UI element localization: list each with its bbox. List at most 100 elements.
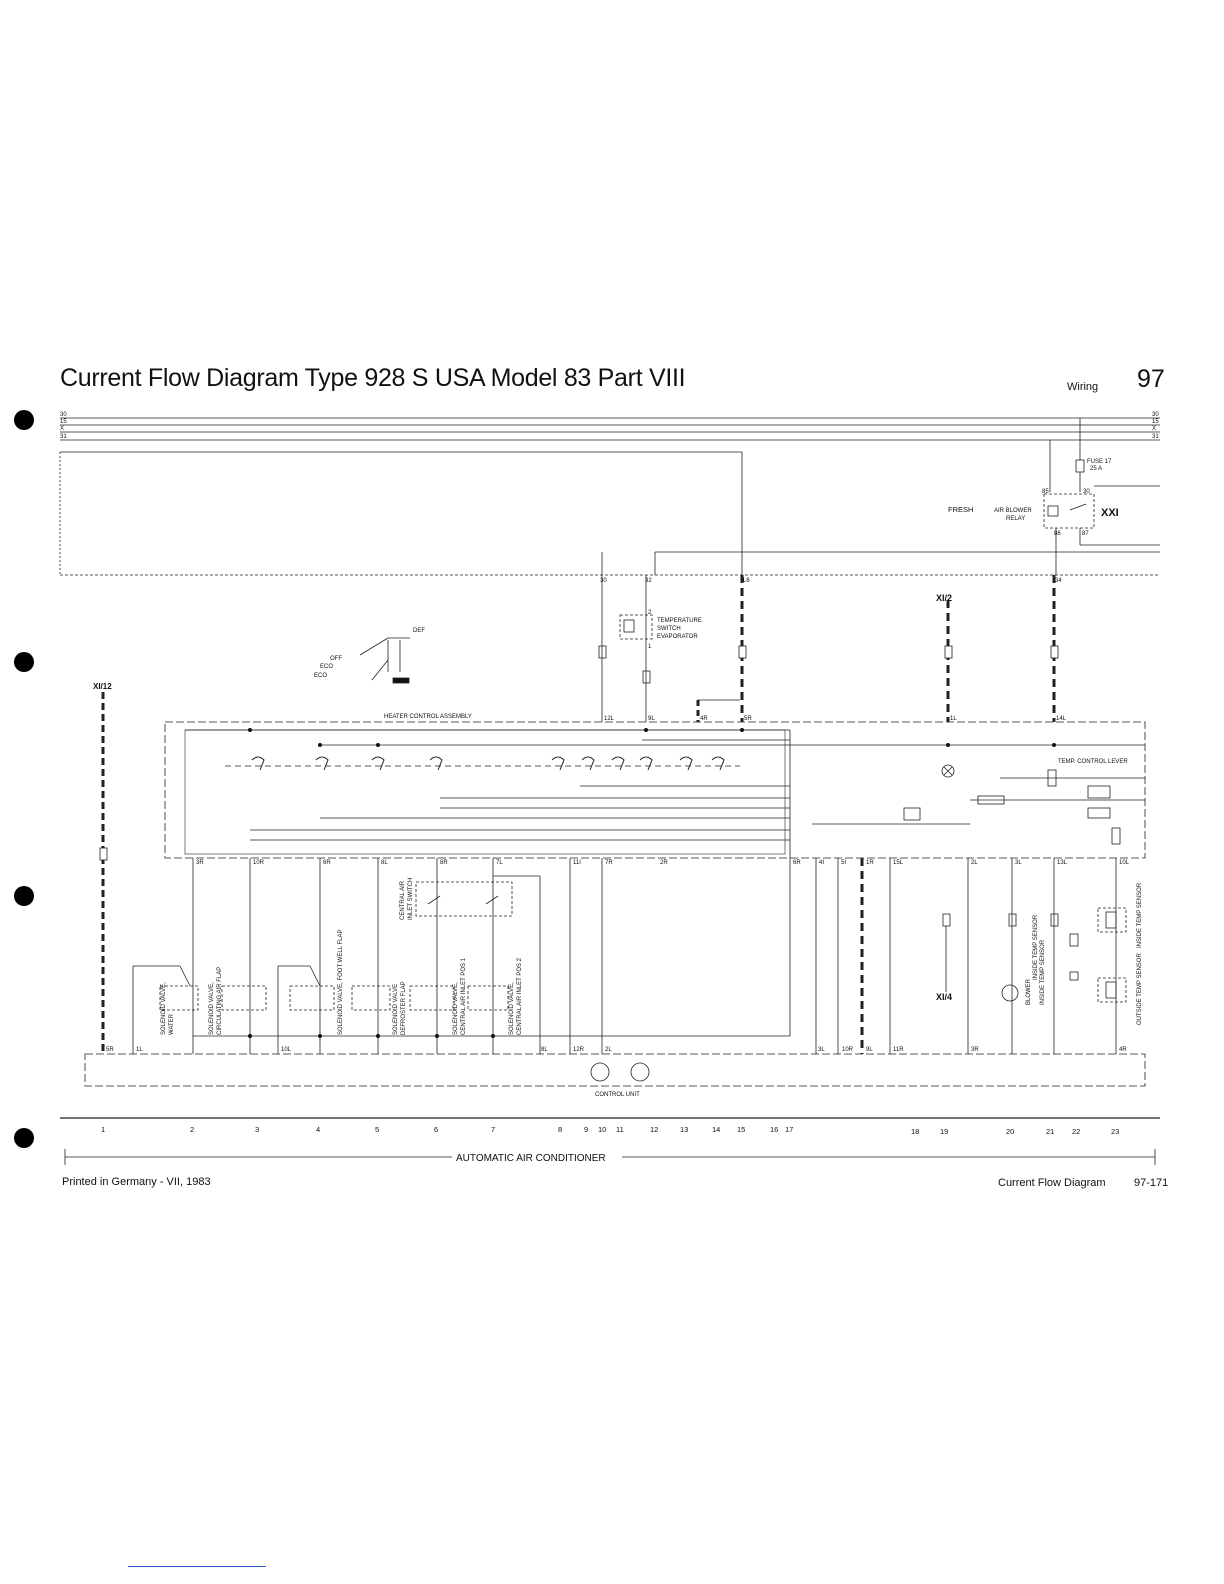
path-number: 4 <box>316 1125 320 1134</box>
sv-water-label-1: SOLENOID VALVE, <box>161 982 167 1035</box>
control-pin: 4R <box>1119 1047 1127 1053</box>
path-number: 9 <box>584 1125 588 1134</box>
sv-foot-label: SOLENOID VALVE, FOOT WELL FLAP <box>338 930 344 1035</box>
mode-off-label: OFF <box>330 656 342 662</box>
binder-hole-icon <box>14 1128 34 1148</box>
assembly-pin: 2R <box>660 860 668 866</box>
section-label: Wiring <box>1067 381 1099 393</box>
binder-hole-icon <box>14 410 34 430</box>
assembly-pin: 2L <box>971 860 978 866</box>
temp-control-lever-label: TEMP. CONTROL LEVER <box>1058 759 1128 765</box>
relay-name-1: AIR BLOWER <box>994 508 1032 514</box>
path-number: 3 <box>255 1125 259 1134</box>
control-unit-label: CONTROL UNIT <box>595 1092 640 1098</box>
bus-label-30-right: 30 <box>1152 412 1159 418</box>
relay-pin-87: 87 <box>1082 531 1089 537</box>
mode-eco2-label: ECO <box>314 673 327 679</box>
sv-inlet2-label-2: CENTRAL AIR INLET POS 2 <box>517 957 523 1035</box>
temp-switch-line3: EVAPORATOR <box>657 634 698 640</box>
path-number: 15 <box>737 1125 745 1134</box>
control-pin: 10L <box>281 1047 292 1053</box>
assembly-pin: 9L <box>648 716 655 722</box>
control-pin: 8L <box>541 1047 548 1053</box>
temp-switch-pin-1: 1 <box>648 644 652 650</box>
assembly-pin: 14L <box>1056 716 1067 722</box>
bus-label-15: 15 <box>60 419 67 425</box>
sv-circ-label-2: CIRCULATING AIR FLAP <box>217 967 223 1035</box>
indicator-lamp-icon <box>941 764 955 778</box>
bus-label-x: X <box>60 426 64 432</box>
control-pin: 2L <box>605 1047 612 1053</box>
control-pin: 5R <box>106 1047 114 1053</box>
control-pin: 12R <box>573 1047 585 1053</box>
assembly-pin: 8R <box>440 860 448 866</box>
heater-control-assembly-box <box>164 721 1146 859</box>
relay-id: XXI <box>1101 507 1119 519</box>
relay-fresh-label: FRESH <box>948 505 973 514</box>
top-terminal-30: 30 <box>600 578 607 584</box>
page-number: 97 <box>1137 365 1165 393</box>
mode-eco1-label: ECO <box>320 664 333 670</box>
inside-sensor-b-label: INSIDE TEMP SENSOR <box>1040 939 1046 1005</box>
path-number: 6 <box>434 1125 438 1134</box>
fuse-symbol <box>1075 459 1085 473</box>
assembly-pin: 4R <box>700 716 708 722</box>
assembly-pin: 13L <box>1057 860 1068 866</box>
assembly-pin: 6R <box>793 860 801 866</box>
sv-circ-label-1: SOLENOID VALVE, <box>209 982 215 1035</box>
path-number: 14 <box>712 1125 720 1134</box>
path-number: 12 <box>650 1125 658 1134</box>
path-number: 20 <box>1006 1127 1014 1136</box>
path-number: 17 <box>785 1125 793 1134</box>
mode-def-label: DEF <box>413 628 425 634</box>
bus-label-31-right: 31 <box>1152 434 1159 440</box>
assembly-pin: 1L <box>950 716 957 722</box>
path-number: 10 <box>598 1125 606 1134</box>
temp-switch-line2: SWITCH <box>657 626 681 632</box>
path-number: 13 <box>680 1125 688 1134</box>
bus-label-15-right: 15 <box>1152 419 1159 425</box>
path-number: 2 <box>190 1125 194 1134</box>
path-number: 8 <box>558 1125 562 1134</box>
assembly-pin: 10L <box>1119 860 1130 866</box>
top-terminal-32: 32 <box>645 578 652 584</box>
assembly-pin: 15L <box>893 860 904 866</box>
inlet-switch-label-2: INLET SWITCH <box>408 878 414 920</box>
temp-switch-pin-2: 2 <box>648 610 652 616</box>
inside-temp-sensor-right-label: INSIDE TEMP SENSOR <box>1137 882 1143 948</box>
assembly-pin: 4I <box>819 860 824 866</box>
outside-sensor-label: OUTSIDE TEMP SENSOR <box>1137 953 1143 1025</box>
control-pin: 9L <box>866 1047 873 1053</box>
assembly-pin: 3L <box>1015 860 1022 866</box>
control-unit-box <box>84 1053 1146 1087</box>
page-title: Current Flow Diagram Type 928 S USA Mode… <box>60 364 686 392</box>
assembly-pin: 12L <box>604 716 615 722</box>
blower-label: BLOWER <box>1026 978 1032 1005</box>
control-pin: 3L <box>818 1047 825 1053</box>
relay-box <box>1043 493 1095 529</box>
control-pin: 11R <box>893 1047 904 1053</box>
assembly-pin: 10R <box>253 860 265 866</box>
assembly-pin: 8L <box>381 860 388 866</box>
system-title: AUTOMATIC AIR CONDITIONER <box>456 1153 606 1164</box>
assembly-pin: 1R <box>866 860 874 866</box>
path-number: 16 <box>770 1125 778 1134</box>
top-terminal-l6: L6 <box>743 578 750 584</box>
assembly-pin: 6R <box>323 860 331 866</box>
path-number: 22 <box>1072 1127 1080 1136</box>
connector-xi4: XI/4 <box>936 992 952 1002</box>
binder-hole-icon <box>14 886 34 906</box>
assembly-pin: 7L <box>496 860 503 866</box>
path-number: 1 <box>101 1125 105 1134</box>
sv-defr-label-1: SOLENOID VALVE <box>393 984 399 1035</box>
path-number: 7 <box>491 1125 495 1134</box>
sv-inlet2-label-1: SOLENOID VALVE, <box>509 982 515 1035</box>
bus-label-x-right: X <box>1152 426 1156 432</box>
binder-hole-icon <box>14 652 34 672</box>
path-number: 11 <box>616 1125 624 1134</box>
control-pin: 10R <box>842 1047 854 1053</box>
heater-control-assembly-label: HEATER CONTROL ASSEMBLY <box>384 714 472 720</box>
fuse-rating: 25 A <box>1090 466 1102 472</box>
link-underline <box>128 1566 266 1567</box>
path-number: 5 <box>375 1125 379 1134</box>
